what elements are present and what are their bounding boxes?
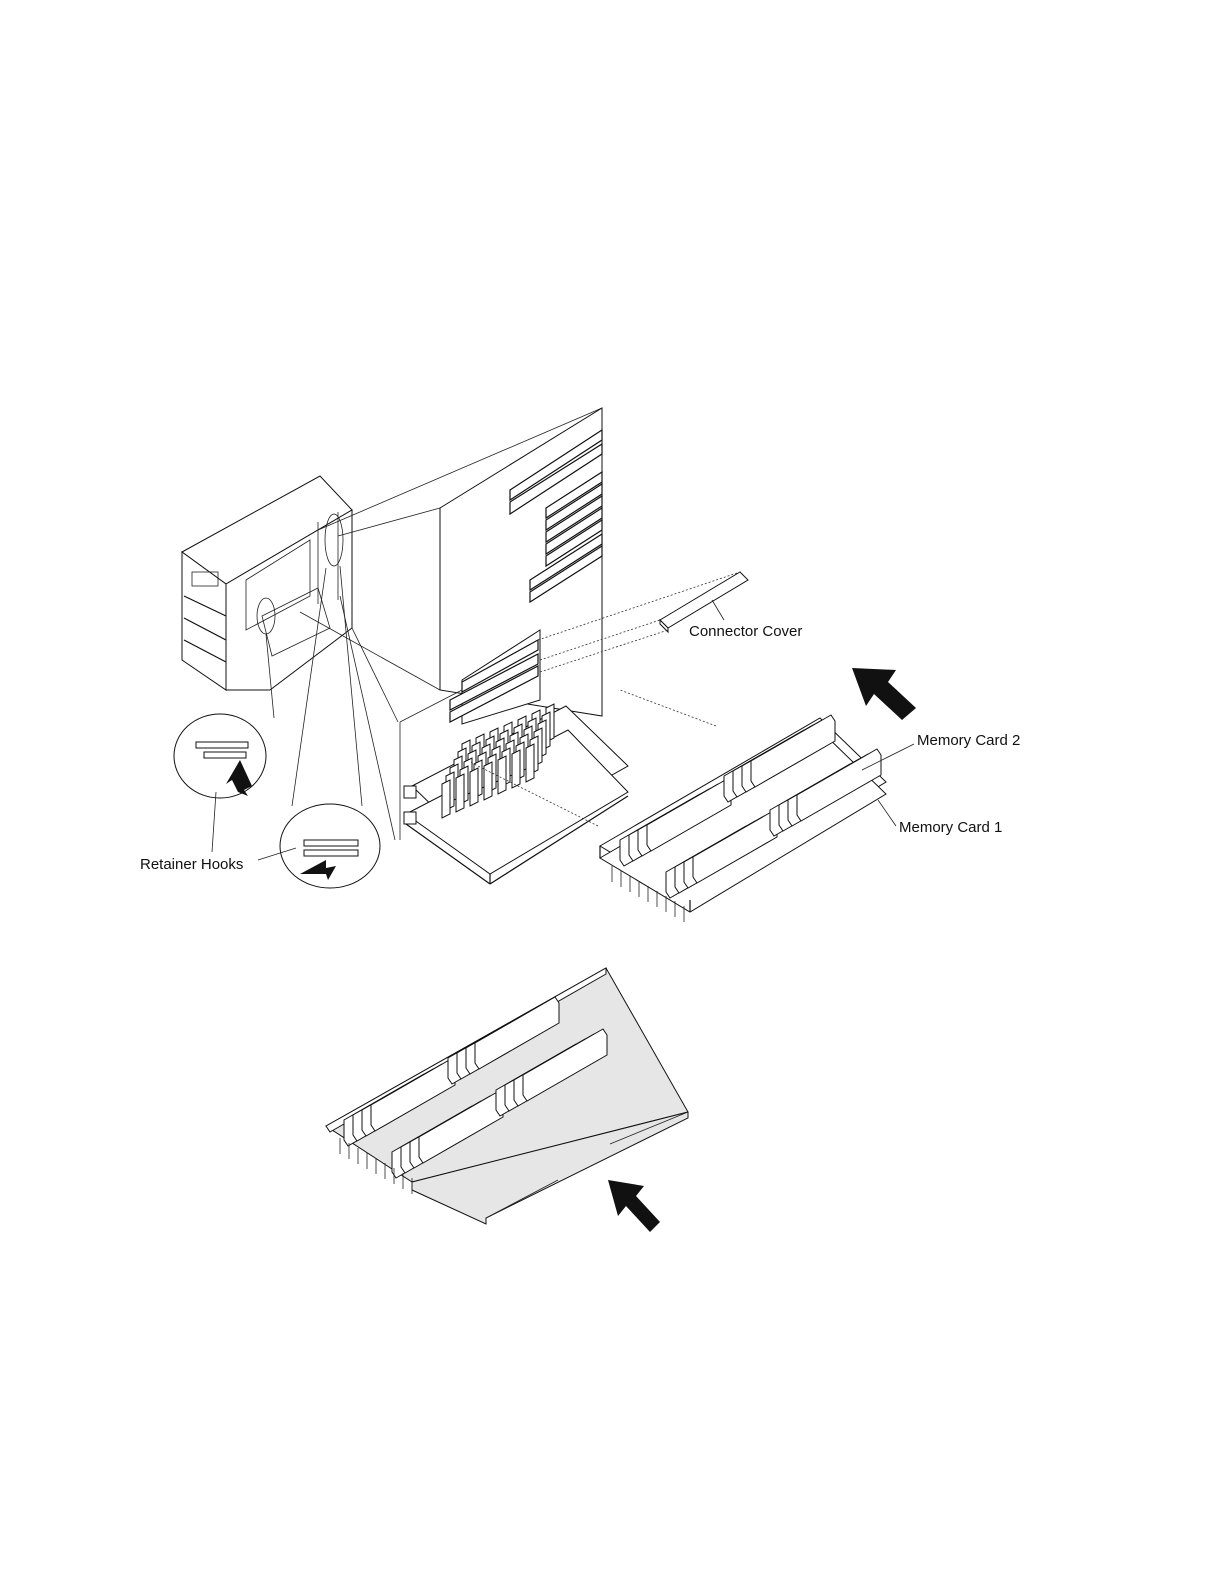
retainer-hook-detail-upper bbox=[174, 714, 266, 798]
retainer-hooks-label: Retainer Hooks bbox=[140, 856, 243, 873]
memory-card-2-label: Memory Card 2 bbox=[917, 732, 1020, 749]
insert-direction-arrow bbox=[852, 668, 916, 720]
heat-sink-fin bbox=[470, 768, 478, 806]
retainer-hook-detail-lower bbox=[280, 804, 380, 888]
memory-card-1-label: Memory Card 1 bbox=[899, 819, 1002, 836]
heat-sink-fin bbox=[526, 744, 534, 782]
heat-sink-fin bbox=[498, 756, 506, 794]
connector-cover-label: Connector Cover bbox=[689, 623, 802, 640]
heat-sink-fin bbox=[456, 774, 464, 812]
heat-sink-fin bbox=[512, 750, 520, 788]
heat-sink-fin bbox=[484, 762, 492, 800]
system-unit bbox=[182, 476, 352, 690]
processor-assembly bbox=[404, 704, 628, 884]
install-direction-arrow bbox=[608, 1180, 660, 1232]
heat-sink-fin bbox=[442, 780, 450, 818]
